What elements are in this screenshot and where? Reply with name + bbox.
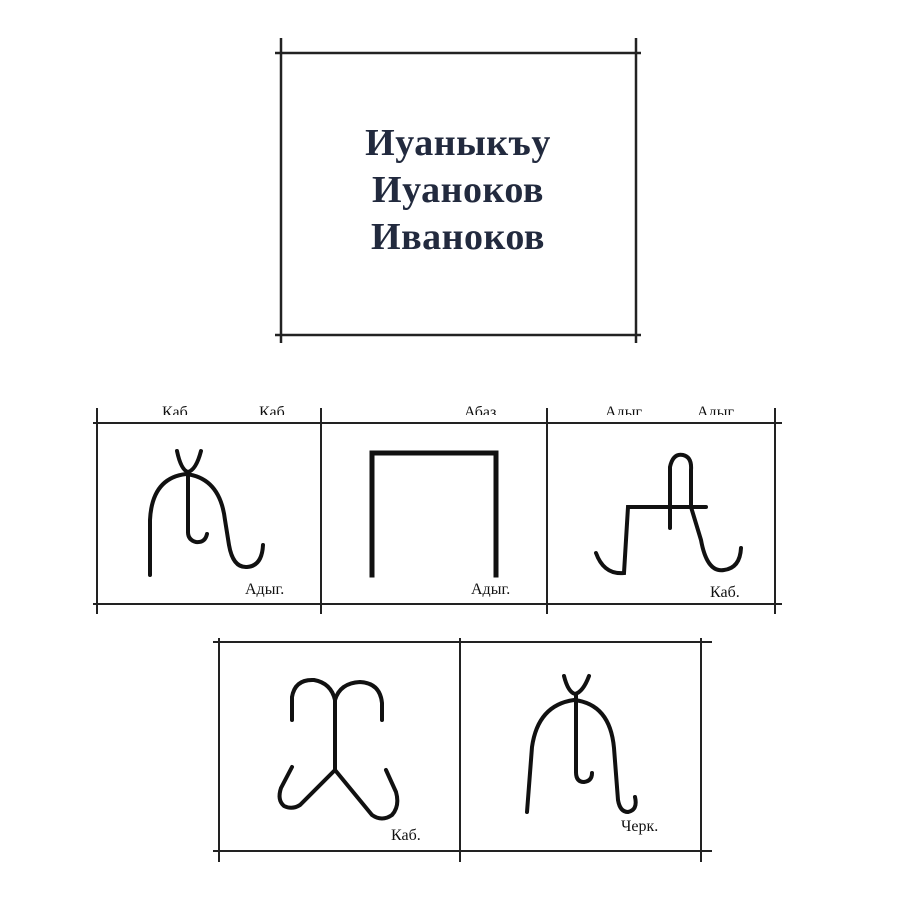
cut-label-4: Адыг. xyxy=(605,406,645,415)
cut-label-5: Адыг. xyxy=(697,406,737,415)
surname-line-3: Иваноков xyxy=(371,216,545,258)
surname-line-2: Иуаноков xyxy=(372,169,544,211)
origin-label: Каб. xyxy=(710,584,740,601)
origin-label: Каб. xyxy=(391,827,421,844)
origin-label: Черк. xyxy=(621,818,659,835)
origin-label: Адыг. xyxy=(245,581,285,598)
tamga-fork-hook-icon-2 xyxy=(525,674,638,815)
surname-line-1: Иуаныкъу xyxy=(365,122,551,164)
tamga-gate-icon xyxy=(369,450,499,578)
origin-label: Адыг. xyxy=(471,581,511,598)
tamga-cross-hook-icon xyxy=(594,452,743,576)
cut-label-2: Каб. xyxy=(259,406,289,415)
name-box: Иуаныкъу Иуаноков Иваноков xyxy=(275,38,641,343)
tamga-double-arch-icon xyxy=(277,677,400,821)
cut-label-3: Абаз. xyxy=(464,406,501,415)
name-box-frame xyxy=(275,38,641,343)
tamga-fork-hook-icon xyxy=(148,449,265,577)
surname-variants: Иуаныкъу Иуаноков Иваноков xyxy=(275,38,641,343)
cut-label-1: Каб. xyxy=(162,406,192,415)
